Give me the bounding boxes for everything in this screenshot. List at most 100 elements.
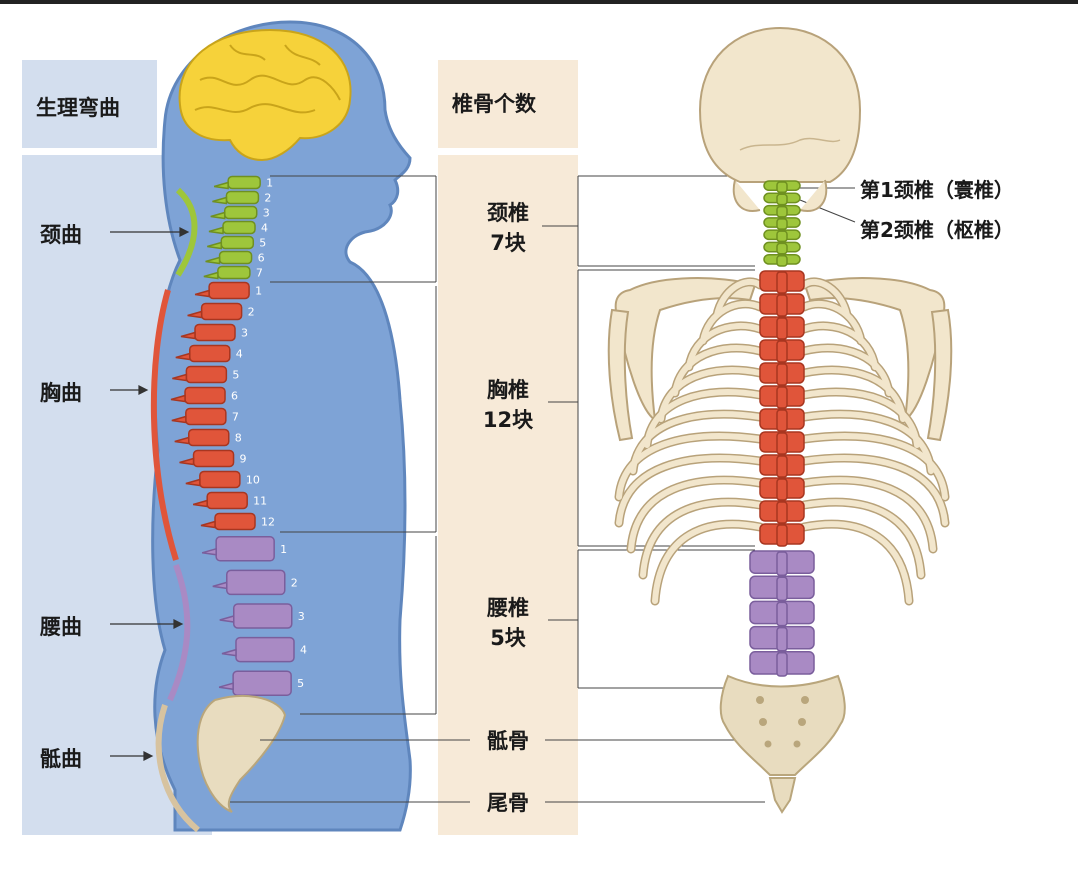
- back-thoracic-spinous: [776, 363, 788, 386]
- rib-highlight: [801, 322, 878, 370]
- back-cervical-spinous: [776, 181, 788, 194]
- side-thoracic-vertebra: [194, 323, 236, 342]
- side-lumbar-vertebra: [233, 603, 293, 629]
- rib-highlight: [801, 345, 892, 396]
- lumbar-group: 腰椎 5块: [443, 593, 573, 653]
- vertebra-number: 10: [246, 474, 260, 487]
- curve-label-thoracic: 胸曲: [40, 381, 82, 405]
- skull: [698, 26, 862, 183]
- back-cervical-spinous: [776, 254, 788, 267]
- rib-highlight: [686, 322, 763, 370]
- rib-highlight: [714, 278, 763, 318]
- thoracic-name: 胸椎: [487, 378, 529, 402]
- sacrum-label: 骶骨: [487, 729, 529, 753]
- curve-arrows: [110, 227, 190, 761]
- vertebra-number: 5: [297, 677, 304, 690]
- rib-highlight: [616, 433, 763, 500]
- side-cervical-process: [207, 241, 223, 250]
- side-lumbar-vertebra: [215, 536, 275, 562]
- side-thoracic-vertebra: [185, 407, 227, 426]
- vertebra-number: 7: [232, 411, 239, 424]
- back-lumbar-spinous: [776, 576, 788, 602]
- side-cervical-process: [208, 226, 224, 235]
- rib-highlight: [801, 521, 912, 604]
- vertebra-number: 4: [261, 222, 268, 235]
- vertebra-number: 3: [263, 207, 270, 220]
- back-lumbar-spinous: [776, 551, 788, 576]
- back-lumbar-spinous: [776, 626, 788, 652]
- side-thoracic-process: [200, 520, 216, 529]
- skull-suture: [739, 137, 841, 151]
- top-border: [0, 0, 1078, 4]
- side-cervical-process: [210, 211, 226, 220]
- back-skeleton: [607, 26, 953, 814]
- side-thoracic-process: [175, 352, 191, 361]
- vertebra-number: 7: [256, 267, 263, 280]
- side-lumbar-vertebra: [232, 670, 292, 696]
- curve-label-lumbar: 腰曲: [40, 615, 82, 639]
- vertebra-number: 2: [248, 306, 255, 319]
- cervical-count: 7块: [490, 231, 526, 255]
- side-cervical-vertebra: [218, 250, 253, 265]
- side-thoracic-vertebra: [184, 386, 226, 405]
- side-thoracic-vertebra: [208, 281, 250, 300]
- side-lumbar-process: [221, 648, 237, 657]
- rib-highlight: [801, 477, 936, 552]
- side-thoracic-process: [194, 289, 210, 298]
- vertebra-number: 4: [300, 644, 307, 657]
- rib-highlight: [616, 455, 763, 526]
- side-thoracic-process: [171, 415, 187, 424]
- side-cervical-process: [212, 196, 228, 205]
- rib: [650, 519, 765, 606]
- side-cervical-vertebra: [225, 190, 260, 205]
- vertebra-number: 5: [259, 237, 266, 250]
- rib-highlight: [801, 278, 850, 318]
- side-thoracic-process: [179, 457, 195, 466]
- back-sacrum: [719, 674, 846, 776]
- curve-label-cervical: 颈曲: [40, 223, 82, 247]
- side-cervical-vertebra: [220, 235, 255, 250]
- side-cervical-vertebra: [222, 220, 256, 235]
- side-thoracic-process: [172, 373, 188, 382]
- side-sacrum: [196, 694, 287, 813]
- vertebra-number: 1: [266, 177, 273, 190]
- back-coccyx: [768, 777, 797, 814]
- side-cervical-vertebra: [227, 175, 261, 190]
- side-cervical-vertebra: [223, 205, 258, 220]
- back-thoracic-spinous: [776, 524, 788, 547]
- coccyx-label: 尾骨: [487, 791, 529, 815]
- middle-label-panel: [438, 155, 578, 835]
- rib-highlight: [801, 499, 924, 578]
- lumbar-curve-indicator: [167, 563, 191, 702]
- back-lumbar-spinous: [776, 652, 788, 677]
- side-thoracic-process: [185, 478, 201, 487]
- lumbar-count: 5块: [490, 626, 526, 650]
- cervical-group: 颈椎 7块: [443, 198, 573, 258]
- sacral-foramina: [756, 696, 809, 748]
- rib-highlight: [628, 477, 763, 552]
- side-cervical-vertebra: [217, 265, 251, 280]
- side-thoracic-process: [180, 331, 196, 340]
- side-thoracic-process: [170, 394, 186, 403]
- back-cervical-spinous: [776, 230, 788, 243]
- side-thoracic-vertebra: [192, 449, 235, 468]
- side-lumbar-vertebra: [226, 569, 286, 596]
- vertebra-number: 12: [261, 516, 275, 529]
- vertebra-number: 2: [291, 576, 298, 589]
- vertebra-number: 3: [298, 610, 305, 623]
- lumbar-name: 腰椎: [487, 596, 529, 620]
- thoracic-count: 12块: [482, 408, 534, 432]
- vertebra-number: 3: [241, 327, 248, 340]
- rib-highlight: [700, 300, 763, 344]
- rib-highlight: [801, 411, 934, 474]
- thoracic-group: 胸椎 12块: [443, 375, 573, 435]
- side-thoracic-vertebra: [189, 344, 231, 363]
- brain: [178, 28, 352, 162]
- back-thoracic-spinous: [776, 432, 788, 455]
- rib-highlight: [801, 455, 948, 526]
- rib-highlight: [801, 389, 920, 448]
- side-lumbar-process: [218, 682, 234, 691]
- back-lumbar-spinous: [776, 601, 788, 627]
- side-thoracic-vertebra: [188, 428, 230, 447]
- side-thoracic-vertebra: [206, 491, 248, 510]
